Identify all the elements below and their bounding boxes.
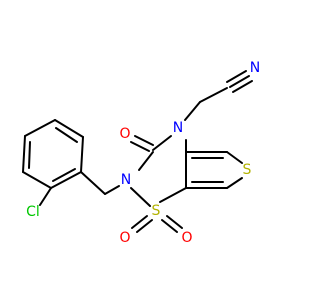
bond-s-c7 [226,177,243,189]
atom-cl: Cl [26,204,40,220]
atom-o-sulfonyl-left: O [119,230,130,246]
bond-n-ch2 [184,101,201,121]
bond-ar-6 [50,171,82,189]
bond-c5-s [226,151,243,164]
bond-ar-2 [54,119,84,138]
chemical-structure-diagram: N N O N S S O O Cl [22,60,260,246]
chlorophenyl-ring [22,119,84,206]
atom-s-thiophene: S [243,162,252,178]
thiadiazine-ring [130,135,187,207]
bond-nring-c3 [152,135,172,151]
bond-ar-5 [22,171,52,189]
benzyl-linker [80,171,120,195]
bond-nleft-ch2 [104,185,120,195]
bond-ch2-aryl [80,171,106,195]
bond-ar-4 [22,135,26,173]
bond-triple-3 [232,80,253,93]
atom-n-ring-top: N [173,120,183,136]
bond-triple-1 [229,75,250,88]
bond-s1-c8a [159,187,187,203]
bond-carbonyl-1 [130,141,150,152]
bond-ch2-cn [199,87,228,103]
bond-nleft-s1 [130,187,151,207]
bond-ar-3 [24,119,56,137]
bond-ar-inner-3 [52,168,76,182]
bond-c3-nleft [138,151,154,171]
bond-s-o-right-2 [166,215,183,229]
bond-s-o-left-1 [136,219,153,233]
bond-ar-inner-1 [55,127,78,143]
bond-triple-2 [226,70,247,83]
atom-labels: N N O N S S O O Cl [26,60,260,246]
nitrile-group [184,70,253,121]
atom-s-sulfonyl: S [152,203,161,219]
atom-n-ring-left: N [121,172,131,188]
bond-s-o-right-1 [161,219,178,233]
atom-n-nitrile: N [250,60,260,76]
bond-s-o-left-2 [131,215,148,229]
atom-o-carbonyl: O [119,126,130,142]
sulfonyl-group [131,215,183,233]
bond-ar-1 [80,136,84,173]
bond-carbonyl-2 [134,135,154,146]
bond-ar-inner-2 [28,141,31,169]
bond-ar-cl [39,187,52,206]
atom-o-sulfonyl-right: O [181,230,192,246]
thiophene-ring [185,151,243,189]
